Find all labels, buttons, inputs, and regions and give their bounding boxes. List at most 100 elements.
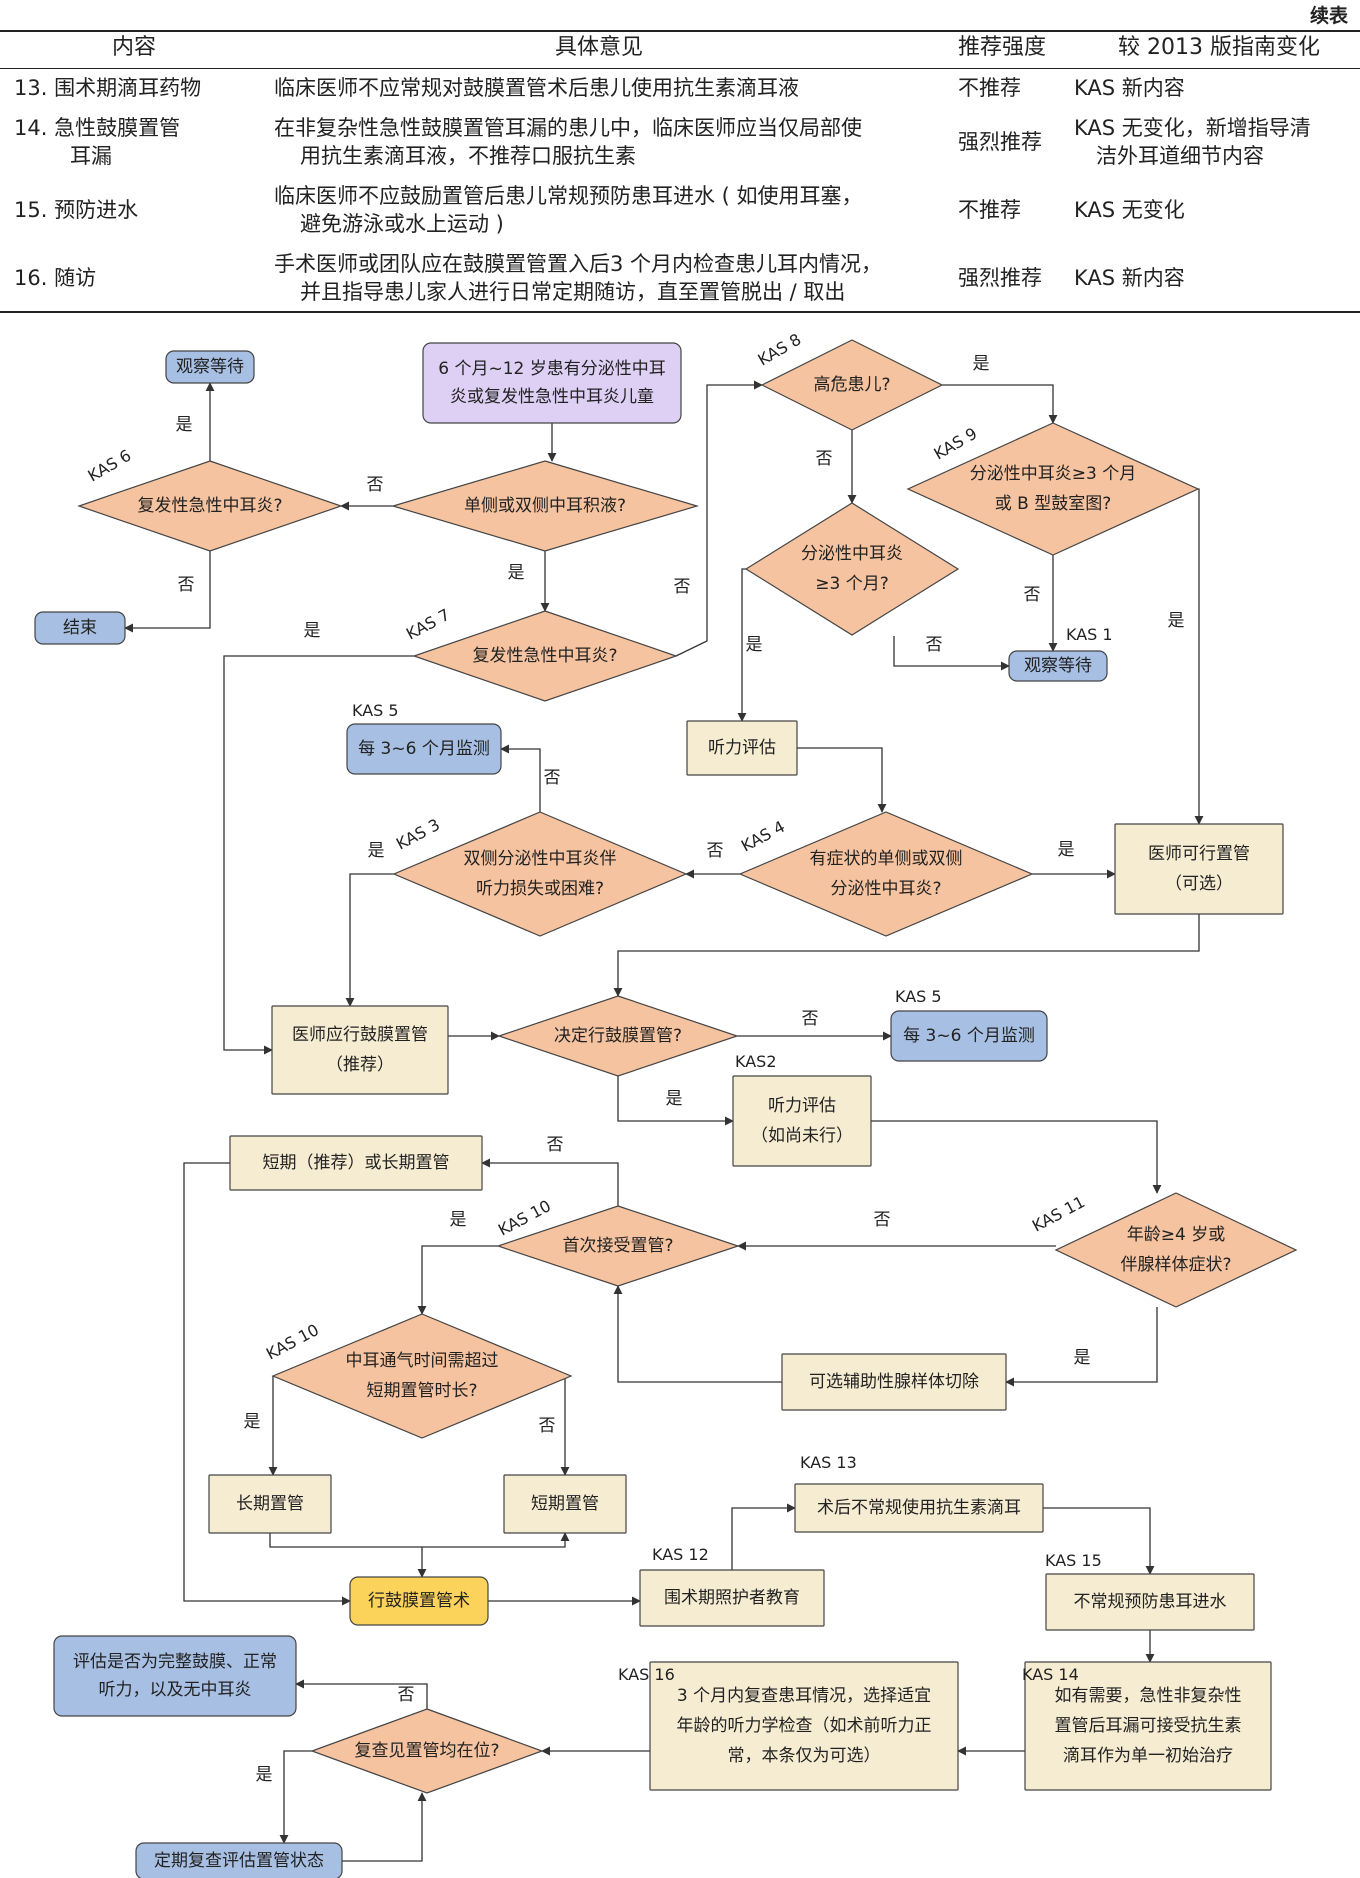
- edge-13: [797, 747, 887, 813]
- row14-change-2: 洁外耳道细节内容: [1096, 144, 1264, 168]
- node-text: 听力评估: [708, 738, 776, 758]
- yes-label: 是: [1074, 1348, 1091, 1368]
- guideline-table: 续表 内容 具体意见 推荐强度 较 2013 版指南变化 13. 围术期滴耳药物…: [0, 0, 1360, 315]
- node-text: 中耳通气时间需超过: [346, 1351, 499, 1371]
- kas-label: KAS 1: [1066, 625, 1113, 644]
- header-strength: 推荐强度: [958, 35, 1047, 60]
- node-text: 分泌性中耳炎?: [830, 879, 941, 899]
- node-may-tube: 医师可行置管（可选）: [1114, 823, 1284, 915]
- node-kas7-q: 复发性急性中耳炎?: [412, 610, 678, 702]
- no-label: 否: [367, 475, 384, 495]
- row16-change: KAS 新内容: [1074, 266, 1185, 290]
- node-tubes-q: 复查见置管均在位?: [310, 1708, 544, 1794]
- kas-label: KAS 15: [1045, 1551, 1102, 1570]
- kas-label: KAS 16: [618, 1665, 675, 1684]
- edge-34: [731, 1503, 796, 1570]
- node-text: 决定行鼓膜置管?: [554, 1026, 682, 1046]
- no-label: 否: [707, 841, 724, 861]
- node-surgery: 行鼓膜置管术: [349, 1576, 489, 1626]
- edge-5: [223, 655, 414, 1055]
- kas-label: KAS 9: [931, 424, 981, 464]
- continued-label: 续表: [1309, 5, 1348, 27]
- row14-change-1: KAS 无变化，新增指导清: [1074, 116, 1311, 140]
- edge-24: [1005, 1307, 1158, 1387]
- node-text: 双侧分泌性中耳炎伴: [464, 849, 617, 869]
- row14-opinion-1: 在非复杂性急性鼓膜置管耳漏的患儿中，临床医师应当仅局部使: [274, 116, 862, 140]
- yes-label: 是: [176, 415, 193, 435]
- no-label: 否: [674, 577, 691, 597]
- node-decide-q: 决定行鼓膜置管?: [497, 995, 739, 1077]
- row14-content-1: 14. 急性鼓膜置管: [14, 116, 181, 140]
- node-text: 复查见置管均在位?: [354, 1741, 499, 1761]
- node-text: 常，本条仅为可选）: [728, 1746, 881, 1766]
- yes-label: 是: [368, 841, 385, 861]
- node-text: 观察等待: [1024, 656, 1092, 676]
- node-text: 听力，以及无中耳炎: [99, 1680, 252, 1700]
- no-label: 否: [926, 635, 943, 655]
- node-hearing-eval: 听力评估: [686, 720, 798, 776]
- row13-opinion: 临床医师不应常规对鼓膜置管术后患儿使用抗生素滴耳液: [274, 76, 799, 100]
- node-observe-top: 观察等待: [165, 350, 255, 384]
- no-label: 否: [874, 1210, 891, 1230]
- row13-content: 13. 围术期滴耳药物: [14, 76, 202, 100]
- node-monitor-2: 每 3~6 个月监测: [890, 1010, 1048, 1062]
- row15-opinion-2: 避免游泳或水上运动 ): [300, 212, 504, 236]
- kas-label: KAS 13: [800, 1453, 857, 1472]
- node-text: 听力评估: [768, 1096, 836, 1116]
- node-text: ≥3 个月?: [815, 574, 889, 594]
- kas-label: KAS 5: [352, 701, 399, 720]
- table-header-rule: [0, 68, 1360, 69]
- node-ome3-q: 分泌性中耳炎≥3 个月?: [744, 502, 960, 636]
- kas-label: KAS 5: [895, 987, 942, 1006]
- row15-strength: 不推荐: [958, 198, 1021, 222]
- node-short-tube: 短期置管: [503, 1474, 627, 1534]
- no-label: 否: [802, 1009, 819, 1029]
- kas-label: KAS 4: [738, 817, 788, 856]
- node-hearing-eval-2: 听力评估（如尚未行）: [732, 1075, 872, 1167]
- node-text: 首次接受置管?: [562, 1236, 673, 1256]
- no-label: 否: [398, 1685, 415, 1705]
- yes-label: 是: [973, 354, 990, 374]
- node-text: 年龄≥4 岁或: [1127, 1225, 1225, 1245]
- node-text: （推荐）: [326, 1055, 394, 1075]
- no-label: 否: [544, 768, 561, 788]
- kas-label: KAS 12: [652, 1545, 709, 1564]
- node-text: 3 个月内复查患耳情况，选择适宜: [677, 1686, 931, 1706]
- node-text: 术后不常规使用抗生素滴耳: [817, 1497, 1021, 1518]
- row15-change: KAS 无变化: [1074, 198, 1185, 222]
- edge-35: [1043, 1507, 1155, 1575]
- node-kas6-q: 复发性急性中耳炎?: [77, 460, 343, 552]
- yes-label: 是: [746, 635, 763, 655]
- kas-label: KAS 11: [1029, 1192, 1088, 1235]
- node-text: 复发性急性中耳炎?: [137, 496, 282, 516]
- edge-32: [183, 1162, 351, 1606]
- edge-12: [737, 568, 747, 722]
- kas-label: KAS 8: [755, 330, 805, 370]
- row16-opinion-1: 手术医师或团队应在鼓膜置管置入后3 个月内检查患儿耳内情况，: [274, 252, 883, 276]
- node-text: 或 B 型鼓室图?: [995, 494, 1112, 514]
- node-text: 听力损失或困难?: [476, 879, 604, 899]
- edge-22: [871, 1120, 1162, 1194]
- header-opinion: 具体意见: [555, 35, 644, 60]
- table-top-rule: [0, 30, 1360, 32]
- edge-27: [417, 1245, 498, 1315]
- node-no-water: 不常规预防患耳进水: [1045, 1573, 1255, 1631]
- yes-label: 是: [1058, 840, 1075, 860]
- node-text: 年龄的听力学检查（如术前听力正: [677, 1716, 932, 1736]
- node-text: 评估是否为完整鼓膜、正常: [73, 1652, 277, 1672]
- no-label: 否: [816, 449, 833, 469]
- node-text: 不常规预防患耳进水: [1074, 1592, 1227, 1612]
- node-monitor-1: 每 3~6 个月监测: [346, 723, 502, 775]
- edge-30: [269, 1532, 570, 1548]
- node-text: 6 个月~12 岁患有分泌性中耳: [438, 359, 666, 379]
- yes-label: 是: [304, 621, 321, 641]
- node-unilat-q: 单侧或双侧中耳积液?: [390, 460, 700, 552]
- row14-strength: 强烈推荐: [958, 130, 1042, 154]
- node-text: 分泌性中耳炎≥3 个月: [970, 464, 1136, 484]
- node-kas9-q: 分泌性中耳炎≥3 个月或 B 型鼓室图?: [906, 422, 1200, 556]
